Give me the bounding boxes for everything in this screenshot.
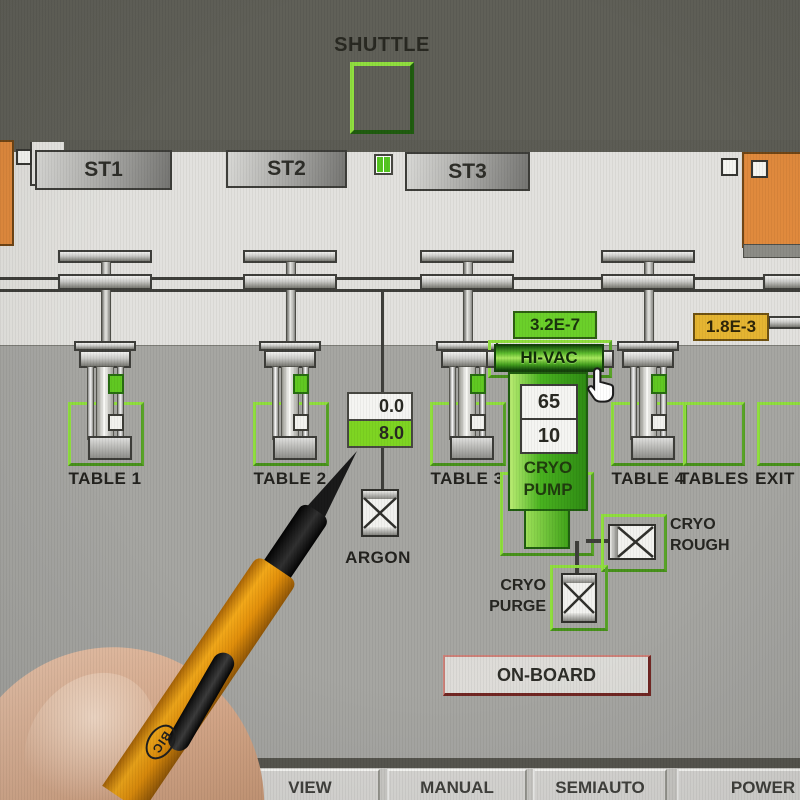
rail-carriage [58,274,152,290]
status-white-square [470,414,486,431]
shuttle-position-indicator [374,154,393,175]
status-green-square [293,374,309,394]
left-loadlock-orange [0,140,14,246]
status-green-square [651,374,667,394]
right-checkbox-2[interactable] [751,160,768,178]
valve-cap-top [563,575,595,583]
station-box-st1[interactable]: ST1 [35,150,172,190]
cryo-pump-body[interactable]: 65 10 CRYO PUMP [508,372,588,511]
exit-slot-box[interactable] [757,402,800,466]
toolbar-button-power[interactable]: POWER [677,769,800,800]
table-label: TABLE 1 [68,469,142,488]
left-checkbox[interactable] [16,149,32,165]
purge-pipe [575,541,579,575]
valve-cap-top [363,491,397,499]
rail-carriage [420,274,514,290]
rough-pipe [586,539,608,543]
valve-cap-bottom [363,527,397,535]
valve-x-icon [363,497,397,529]
argon-valve[interactable] [361,489,399,537]
valve-cap-bottom [563,613,595,621]
status-white-square [651,414,667,431]
cryo-rough-selection-box [601,514,667,572]
pedestal-base [273,436,317,460]
chamber-top-wall [0,140,800,152]
pedestal-base [450,436,494,460]
valve-x-icon [617,526,654,558]
shuttle-label: SHUTTLE [334,34,430,56]
station-box-st2[interactable]: ST2 [226,150,347,188]
pedestal-column-left [87,366,94,440]
cryo-pump-panel: 65 10 [520,384,578,454]
pedestal-column-left [449,366,456,440]
pedestal-column-left [630,366,637,440]
status-white-square [108,414,124,431]
argon-pipe [381,292,384,490]
cryo-rough-valve[interactable] [608,524,656,560]
on-board-button[interactable]: ON-BOARD [443,655,651,696]
indicator-green-fill2 [384,157,390,172]
foreline-pressure-gauge: 1.8E-3 [693,313,769,341]
hi-vac-valve-button[interactable]: HI-VAC [494,344,604,372]
station-box-st3[interactable]: ST3 [405,152,530,191]
argon-actual-value: 0.0 [349,394,411,419]
pedestal-base [88,436,132,460]
right-checkbox-1[interactable] [721,158,738,176]
pedestal-column-left [272,366,279,440]
hi-vac-pressure-gauge: 3.2E-7 [513,311,597,339]
right-loadlock-step [743,244,800,258]
cryo-pump-neck [524,509,570,549]
toolbar-divider [0,758,800,768]
valve-x-icon [563,582,595,614]
tables-slot-label: TABLES [679,469,749,488]
argon-setpoint-value: 8.0 [349,419,411,446]
tables-slot-box[interactable] [683,402,745,466]
valve-cap-left [610,526,618,558]
hand-cursor-icon [587,367,615,403]
argon-label: ARGON [345,548,411,567]
rail-carriage [601,274,695,290]
pedestal-base [631,436,675,460]
shuttle-slot[interactable] [350,62,414,134]
indicator-green-fill [377,157,384,172]
rail-line-lower [0,289,800,292]
table-label: TABLE 3 [430,469,504,488]
cryo-purge-selection-box [550,565,608,631]
rail-segment-right [763,274,800,290]
cryo-temp-top: 65 [522,386,576,418]
cryo-purge-valve[interactable] [561,573,597,623]
rail-nub-right [768,316,800,329]
cryo-pump-label-1: CRYO [523,458,573,477]
toolbar-button-manual[interactable]: MANUAL [387,769,527,800]
rail-carriage [243,274,337,290]
table-label: TABLE 2 [253,469,327,488]
toolbar-button-semiauto[interactable]: SEMIAUTO [533,769,667,800]
status-green-square [470,374,486,394]
top-dark-band [0,0,800,140]
status-white-square [293,414,309,431]
argon-flow-readout: 0.0 8.0 [347,392,413,448]
rail-line-upper [0,277,800,280]
cryo-pump-label-2: PUMP [523,480,573,499]
exit-slot-label: EXIT [755,469,795,488]
status-green-square [108,374,124,394]
table-label: TABLE 4 [611,469,685,488]
cryo-temp-bottom: 10 [522,418,576,452]
